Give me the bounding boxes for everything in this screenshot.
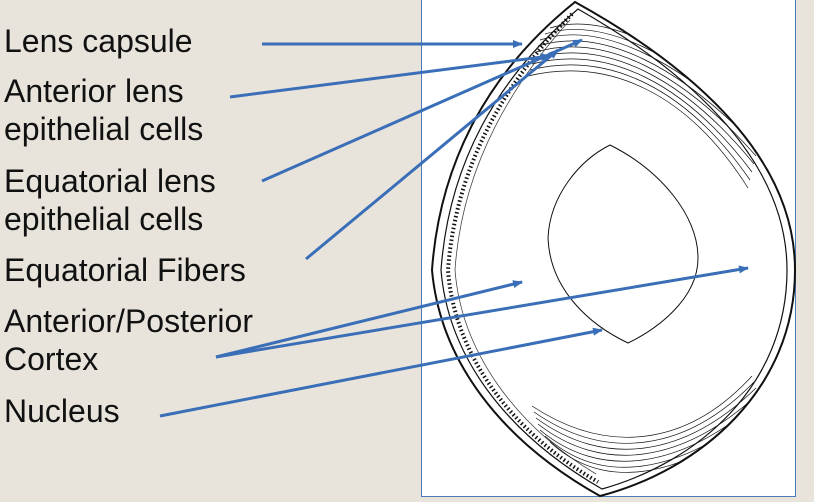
arrow-equatorial-epithelial <box>261 38 583 183</box>
label-cortex: Cortex <box>4 341 99 377</box>
lens-body <box>430 0 797 498</box>
lens-inner-outline <box>440 8 788 490</box>
label-nucleus: Nucleus <box>4 393 120 429</box>
label-equatorial-epithelial-cells: epithelial cells <box>4 201 204 237</box>
equatorial-fibers-top <box>527 23 765 189</box>
label-equatorial-lens: Equatorial lens <box>4 163 216 199</box>
arrow-equatorial-fibers <box>305 48 559 261</box>
epithelial-cell-band <box>445 12 600 484</box>
label-anterior-epithelial-cells: epithelial cells <box>4 111 204 147</box>
arrow-anterior-epithelial <box>229 53 551 99</box>
label-anterior-posterior: Anterior/Posterior <box>4 303 253 339</box>
arrow-nucleus <box>159 327 603 418</box>
pointer-arrows <box>159 38 749 418</box>
arrow-cortex-posterior <box>215 265 749 359</box>
lens-nucleus-outline <box>547 144 699 344</box>
lens-capsule-outline <box>430 0 797 498</box>
label-lens-capsule: Lens capsule <box>4 23 193 59</box>
label-equatorial-fibers: Equatorial Fibers <box>4 252 246 288</box>
arrow-cortex-anterior <box>215 280 523 359</box>
label-anterior-lens: Anterior lens <box>4 73 184 109</box>
epithelial-cell-band-inner <box>454 19 597 475</box>
